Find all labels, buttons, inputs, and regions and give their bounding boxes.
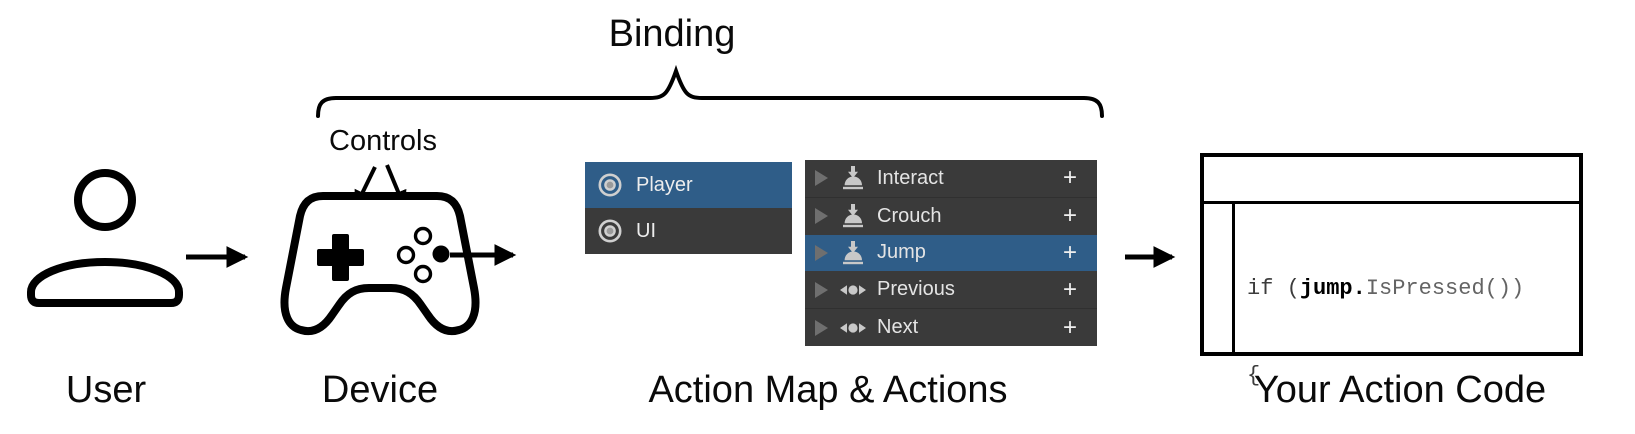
- code-text: IsPressed()): [1365, 276, 1525, 301]
- add-binding-button[interactable]: +: [1062, 164, 1077, 192]
- code-window: if (jump.IsPressed()) { // your code }: [1200, 153, 1583, 388]
- add-binding-button[interactable]: +: [1062, 313, 1077, 341]
- action-map-row-label: Player: [636, 173, 693, 196]
- foldout-triangle-icon[interactable]: [815, 208, 828, 225]
- axis-icon: [839, 321, 866, 335]
- code-text: if (: [1247, 276, 1300, 301]
- action-row-label: Next: [877, 316, 919, 339]
- foldout-triangle-icon[interactable]: [815, 281, 828, 298]
- action-row-interact[interactable]: Interact +: [805, 160, 1097, 197]
- action-row-label: Crouch: [877, 204, 942, 227]
- code-line: {: [1247, 361, 1579, 390]
- axis-icon: [839, 283, 866, 297]
- dpad-icon: [317, 234, 364, 281]
- code-line: if (jump.IsPressed()): [1247, 274, 1579, 303]
- controls-label: Controls: [329, 125, 437, 157]
- binding-label: Binding: [608, 13, 736, 55]
- action-row-label: Interact: [877, 166, 944, 189]
- code-snippet: if (jump.IsPressed()) { // your code }: [1235, 204, 1579, 388]
- action-map-row-ui[interactable]: UI: [585, 208, 792, 254]
- binding-brace-icon: [316, 64, 1104, 118]
- action-row-jump[interactable]: Jump +: [805, 234, 1097, 272]
- code-window-gutter: [1204, 204, 1235, 352]
- action-map-icon: [598, 219, 622, 243]
- action-map-icon: [598, 173, 622, 197]
- add-binding-button[interactable]: +: [1062, 238, 1077, 266]
- action-row-previous[interactable]: Previous +: [805, 271, 1097, 308]
- button-press-icon: [839, 204, 866, 228]
- foldout-triangle-icon[interactable]: [815, 170, 828, 187]
- add-binding-button[interactable]: +: [1062, 275, 1077, 303]
- action-row-label: Jump: [877, 241, 926, 264]
- action-map-actions-label: Action Map & Actions: [648, 369, 1008, 411]
- button-press-icon: [839, 166, 866, 190]
- user-icon: [27, 169, 183, 307]
- your-action-code-label: Your Action Code: [1253, 369, 1547, 411]
- face-buttons-icon: [396, 226, 450, 284]
- device-label: Device: [321, 369, 439, 411]
- gamepad-icon: [280, 192, 480, 336]
- action-map-row-player[interactable]: Player: [585, 162, 792, 208]
- foldout-triangle-icon[interactable]: [815, 244, 828, 261]
- code-window-titlebar: [1204, 157, 1579, 204]
- action-map-row-label: UI: [636, 219, 656, 242]
- action-map-panel: Player UI: [585, 162, 792, 254]
- action-row-crouch[interactable]: Crouch +: [805, 196, 1097, 235]
- add-binding-button[interactable]: +: [1062, 202, 1077, 230]
- user-label: User: [65, 369, 147, 411]
- code-keyword: jump.: [1299, 276, 1366, 301]
- action-row-next[interactable]: Next +: [805, 308, 1097, 346]
- code-text: {: [1247, 363, 1261, 388]
- action-row-label: Previous: [877, 278, 955, 301]
- actions-panel: Interact + Crouch +: [805, 160, 1097, 346]
- foldout-triangle-icon[interactable]: [815, 319, 828, 336]
- button-press-icon: [839, 240, 866, 265]
